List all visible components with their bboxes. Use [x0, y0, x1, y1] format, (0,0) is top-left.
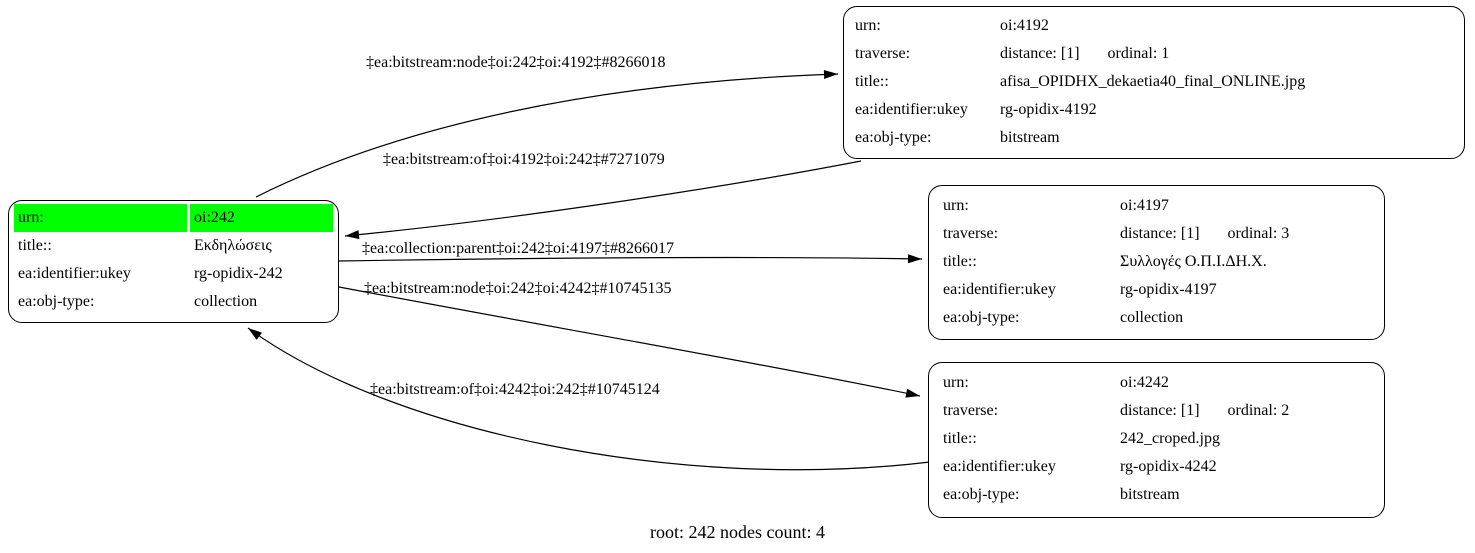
table-row: ea:obj-type: bitstream	[939, 481, 1374, 509]
field-key: urn:	[14, 204, 187, 232]
field-key: title::	[943, 253, 977, 270]
field-key: ea:identifier:ukey	[943, 281, 1056, 298]
table-row: urn: oi:4242	[939, 369, 1374, 397]
field-value: collection	[194, 293, 258, 310]
table-row: title:: afisa_OPIDHX_dekaetia40_final_ON…	[851, 68, 1457, 96]
field-key: ea:identifier:ukey	[18, 265, 131, 282]
field-key: title::	[18, 237, 52, 254]
table-row: ea:identifier:ukey rg-opidix-4192	[851, 96, 1457, 124]
field-key: traverse:	[855, 45, 911, 62]
field-value: Εκδηλώσεις	[194, 237, 272, 254]
field-key: ea:obj-type:	[943, 486, 1020, 503]
table-row: ea:identifier:ukey rg-opidix-242	[14, 260, 333, 288]
table-row: traverse: distance: [1] ordinal: 1	[851, 40, 1457, 68]
node-oi-4197: urn: oi:4197 traverse: distance: [1] ordi…	[928, 185, 1385, 340]
field-key: ea:identifier:ukey	[943, 458, 1056, 475]
field-value: rg-opidix-4192	[1000, 101, 1097, 118]
table-row: title:: Εκδηλώσεις	[14, 232, 333, 260]
edge-label-bitstream-of-4242-242: ‡ea:bitstream:of‡oi:4242‡oi:242‡#1074512…	[370, 381, 660, 398]
traverse-distance: distance: [1]	[1120, 225, 1200, 242]
field-value: oi:4192	[1000, 17, 1049, 34]
table-row: urn: oi:4197	[939, 192, 1374, 220]
field-key: ea:obj-type:	[943, 309, 1020, 326]
graph-caption: root: 242 nodes count: 4	[650, 522, 825, 542]
field-value: Συλλογές Ο.Π.Ι.ΔΗ.Χ.	[1120, 253, 1267, 270]
field-key: urn:	[943, 374, 969, 391]
traverse-ordinal: ordinal: 3	[1227, 225, 1290, 242]
edge-label-bitstream-node-242-4192: ‡ea:bitstream:node‡oi:242‡oi:4192‡#82660…	[366, 54, 666, 71]
traverse-ordinal: ordinal: 2	[1227, 402, 1290, 419]
field-value: oi:4242	[1120, 374, 1169, 391]
field-key: ea:obj-type:	[855, 129, 932, 146]
edge-bitstream-node-242-4192	[255, 69, 839, 198]
table-row: ea:identifier:ukey rg-opidix-4197	[939, 276, 1374, 304]
field-value: oi:242	[190, 204, 333, 232]
table-row: traverse: distance: [1] ordinal: 3	[939, 220, 1374, 248]
field-key: traverse:	[943, 402, 999, 419]
field-value: bitstream	[1120, 486, 1180, 503]
field-value: rg-opidix-242	[194, 265, 283, 282]
field-key: ea:obj-type:	[18, 293, 95, 310]
field-value: rg-opidix-4197	[1120, 281, 1217, 298]
edge-label-bitstream-node-242-4242: ‡ea:bitstream:node‡oi:242‡oi:4242‡#10745…	[364, 280, 672, 297]
table-row: ea:obj-type: collection	[939, 304, 1374, 332]
field-key: title::	[855, 73, 889, 90]
table-row: urn: oi:242	[14, 204, 333, 232]
table-row: title:: 242_croped.jpg	[939, 425, 1374, 453]
table-row: title:: Συλλογές Ο.Π.Ι.ΔΗ.Χ.	[939, 248, 1374, 276]
node-oi-4242: urn: oi:4242 traverse: distance: [1] ordi…	[928, 362, 1385, 518]
field-value: afisa_OPIDHX_dekaetia40_final_ONLINE.jpg	[1000, 73, 1306, 90]
edge-label-collection-parent-242-4197: ‡ea:collection:parent‡oi:242‡oi:4197‡#82…	[362, 240, 674, 257]
field-value: bitstream	[1000, 129, 1060, 146]
field-value: distance: [1] ordinal: 3	[1116, 220, 1374, 248]
node-oi-4192: urn: oi:4192 traverse: distance: [1] ordi…	[843, 6, 1465, 159]
field-key: traverse:	[943, 225, 999, 242]
traverse-distance: distance: [1]	[1000, 45, 1080, 62]
field-value: 242_croped.jpg	[1120, 430, 1220, 447]
table-row: ea:obj-type: collection	[14, 288, 333, 316]
field-value: distance: [1] ordinal: 1	[996, 40, 1457, 68]
table-row: urn: oi:4192	[851, 12, 1457, 40]
node-oi-242: urn: oi:242 title:: Εκδηλώσεις ea:identi…	[8, 200, 339, 323]
traverse-distance: distance: [1]	[1120, 402, 1200, 419]
field-value: rg-opidix-4242	[1120, 458, 1217, 475]
edge-bitstream-of-4192-242	[344, 160, 862, 240]
table-row: ea:identifier:ukey rg-opidix-4242	[939, 453, 1374, 481]
edge-collection-parent-242-4197	[338, 254, 923, 264]
traverse-ordinal: ordinal: 1	[1107, 45, 1170, 62]
table-row: traverse: distance: [1] ordinal: 2	[939, 397, 1374, 425]
field-key: urn:	[943, 197, 969, 214]
field-key: urn:	[855, 17, 881, 34]
edge-label-bitstream-of-4192-242: ‡ea:bitstream:of‡oi:4192‡oi:242‡#7271079	[383, 151, 665, 168]
field-value: oi:4197	[1120, 197, 1169, 214]
field-key: title::	[943, 430, 977, 447]
field-value: collection	[1120, 309, 1184, 326]
field-key: ea:identifier:ukey	[855, 101, 968, 118]
table-row: ea:obj-type: bitstream	[851, 124, 1457, 152]
field-value: distance: [1] ordinal: 2	[1116, 397, 1374, 425]
